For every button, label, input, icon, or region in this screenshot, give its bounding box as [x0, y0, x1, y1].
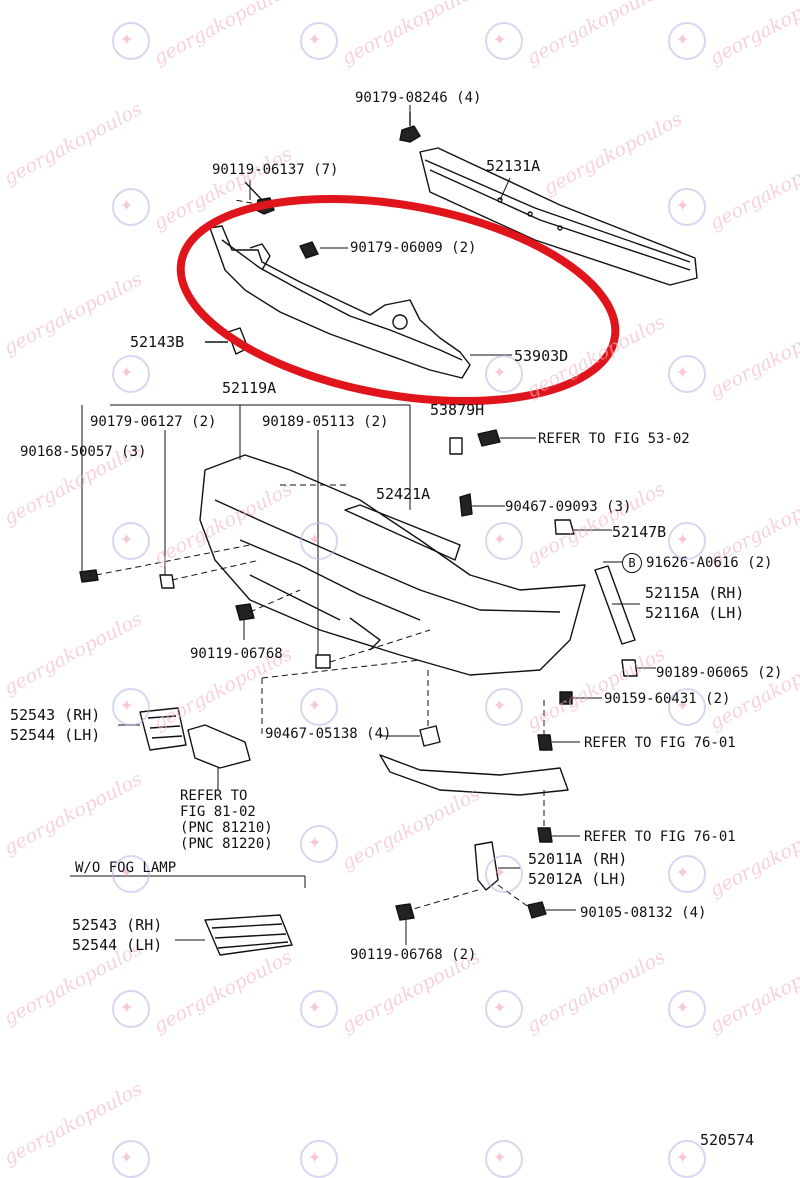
side-retainer-52115A: [594, 565, 636, 645]
label-90119-06137: 90119-06137 (7): [212, 162, 339, 178]
watermark-logo-icon: [112, 355, 150, 393]
label-90119-06768: 90119-06768: [190, 646, 283, 662]
clip-90179-08246: [399, 112, 421, 143]
watermark-logo-icon: [300, 990, 338, 1028]
watermark-logo-icon: [300, 1140, 338, 1178]
watermark-logo-icon: [485, 355, 523, 393]
bolt-90119-06768: [235, 603, 255, 621]
label-52544-lh: 52544 (LH): [10, 726, 101, 744]
label-90179-06127: 90179-06127 (2): [90, 414, 217, 430]
retainer-52421A: [344, 504, 461, 561]
label-90467-09093: 90467-09093 (3): [505, 499, 632, 515]
watermark-logo-icon: [668, 22, 706, 60]
screw-90159-60431: [559, 691, 573, 705]
label-refer-76-01-b: REFER TO FIG 76-01: [584, 829, 736, 845]
clip-90179-06127: [159, 574, 175, 589]
label-90179-08246: 90179-08246 (4): [355, 90, 482, 106]
label-90189-06065: 90189-06065 (2): [656, 665, 783, 681]
label-90179-06009: 90179-06009 (2): [350, 240, 477, 256]
label-refer-81-line1: REFER TO: [180, 788, 248, 804]
label-52543-rh: 52543 (RH): [10, 706, 101, 724]
screw-90168-50057: [79, 569, 99, 583]
watermark-logo-icon: [485, 990, 523, 1028]
clip-76-01b: [537, 827, 553, 843]
front-spoiler: [379, 754, 569, 796]
watermark-logo-icon: [112, 522, 150, 560]
watermark-logo-icon: [300, 688, 338, 726]
screw-90467-09093: [459, 493, 473, 517]
label-90168-50057: 90168-50057 (3): [20, 444, 147, 460]
clip-90189-05113: [315, 654, 331, 669]
watermark-logo-icon: [668, 688, 706, 726]
label-refer-81-line2: FIG 81-02: [180, 804, 256, 820]
label-refer-81-line4: (PNC 81220): [180, 836, 273, 852]
clip-90189-06065: [621, 659, 638, 677]
watermark-logo-icon: [300, 22, 338, 60]
label-52012A: 52012A (LH): [528, 870, 628, 888]
watermark-logo-icon: [485, 522, 523, 560]
label-52011A: 52011A (RH): [528, 850, 628, 868]
label-91626-A0616: 91626-A0616 (2): [646, 555, 773, 571]
watermark-logo-icon: [668, 188, 706, 226]
label-refer-81-line3: (PNC 81210): [180, 820, 273, 836]
watermark-logo-icon: [112, 1140, 150, 1178]
label-refer-53-02: REFER TO FIG 53-02: [538, 431, 690, 447]
watermark-logo-icon: [668, 355, 706, 393]
watermark-logo-icon: [485, 1140, 523, 1178]
label-52115A: 52115A (RH): [645, 584, 745, 602]
watermark-logo-icon: [668, 990, 706, 1028]
watermark-logo-icon: [112, 688, 150, 726]
watermark-logo-icon: [668, 522, 706, 560]
label-refer-76-01-a: REFER TO FIG 76-01: [584, 735, 736, 751]
label-90105-08132: 90105-08132 (4): [580, 905, 707, 921]
label-52119A: 52119A: [222, 379, 277, 397]
label-52131A: 52131A: [486, 157, 541, 175]
label-90467-05138: 90467-05138 (4): [265, 726, 392, 742]
bolt-90105-08132: [527, 901, 547, 919]
clip-76-01a: [537, 734, 553, 751]
radiator-support-retainer-53903D: [209, 225, 471, 379]
bumper-reinforcement-52131A: [419, 147, 698, 286]
fog-lamp-cover-52543: [139, 707, 187, 751]
watermark-logo-icon: [112, 188, 150, 226]
label-52543-rh-nofog: 52543 (RH): [72, 916, 163, 934]
watermark-logo-icon: [300, 522, 338, 560]
circle-b-marker: B: [622, 553, 642, 573]
watermark-logo-icon: [112, 990, 150, 1028]
fog-lamp-81210: [187, 724, 251, 769]
watermark-logo-icon: [485, 688, 523, 726]
label-52116A: 52116A (LH): [645, 604, 745, 622]
watermark-logo-icon: [668, 855, 706, 893]
fog-lamp-cover-no-fog: [204, 914, 293, 956]
highlight-ellipse: [176, 194, 620, 406]
label-90189-05113: 90189-05113 (2): [262, 414, 389, 430]
dashed-connectors: [95, 199, 545, 911]
figure-number: 520574: [700, 1131, 755, 1149]
clip-90179-06009: [299, 241, 319, 259]
bolt-90119-06768b: [395, 903, 415, 921]
watermark-logo-icon: [485, 22, 523, 60]
label-wo-fog-lamp: W/O FOG LAMP: [75, 860, 177, 876]
bumper-cover-52119A: [199, 454, 586, 676]
label-52544-lh-nofog: 52544 (LH): [72, 936, 163, 954]
label-52143B: 52143B: [130, 333, 185, 351]
label-52421A: 52421A: [376, 485, 431, 503]
clip-52147B: [554, 519, 575, 535]
screw-53-02: [477, 429, 501, 447]
watermark-logo-icon: [112, 22, 150, 60]
clip-90467-05138: [419, 725, 441, 747]
label-90159-60431: 90159-60431 (2): [604, 691, 731, 707]
label-53879H: 53879H: [430, 401, 485, 419]
label-53903D: 53903D: [514, 347, 569, 365]
watermark-logo-icon: [300, 825, 338, 863]
label-90119-06768-2: 90119-06768 (2): [350, 947, 477, 963]
watermark-logo-icon: [112, 855, 150, 893]
label-52147B: 52147B: [612, 523, 667, 541]
clip-53879H: [449, 437, 463, 455]
watermark-logo-icon: [485, 855, 523, 893]
